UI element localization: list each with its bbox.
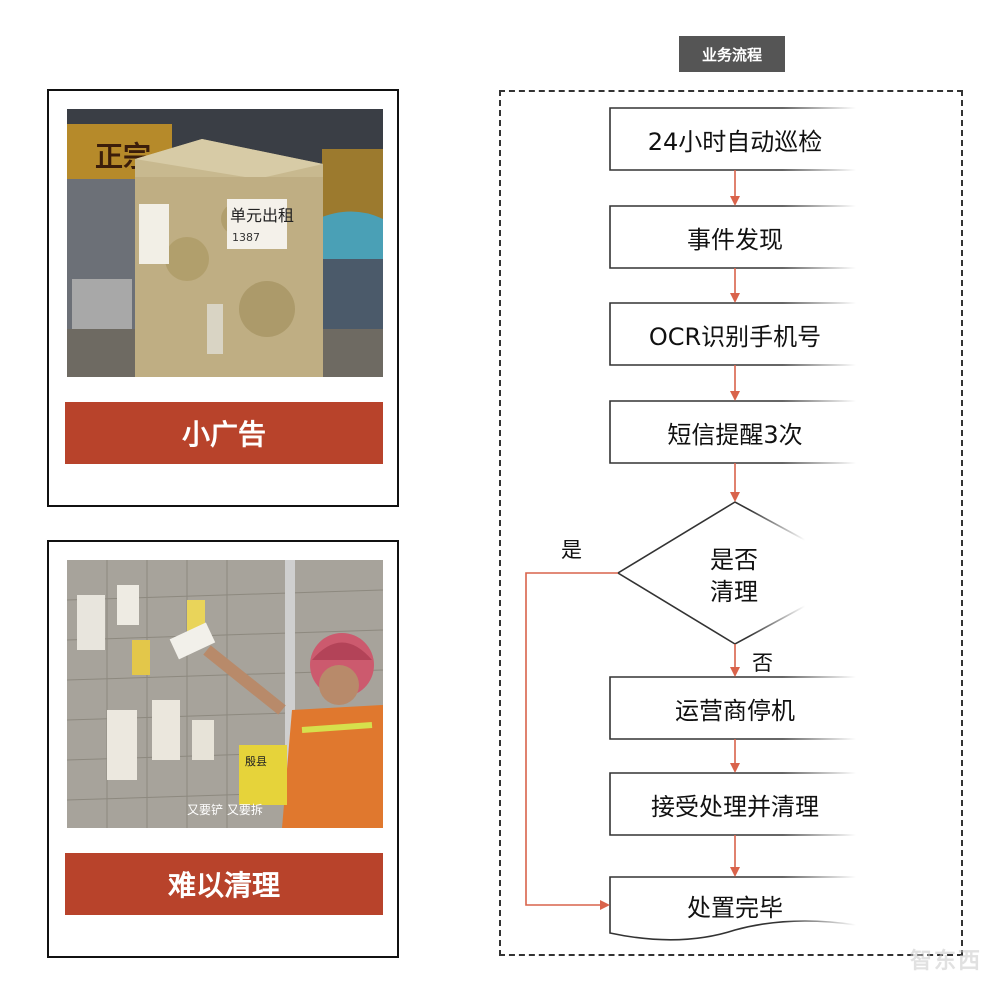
step-ocr-phone: OCR识别手机号	[648, 322, 822, 351]
step-box-6	[609, 772, 856, 836]
step-event-found: 事件发现	[687, 225, 783, 254]
step-box-1	[609, 107, 856, 171]
flow-header: 业务流程	[679, 36, 785, 72]
card-hard-to-clean: 又要铲 又要拆 殷县 难以清理	[47, 540, 399, 958]
step-box-3	[609, 302, 856, 366]
photo-worker-cleaning: 又要铲 又要拆 殷县	[67, 560, 383, 828]
step-box-2	[609, 205, 856, 269]
label-yes: 是	[561, 538, 582, 562]
step-done: 处置完毕	[687, 893, 783, 922]
card-small-ads: 正宗 单元出租 1387 小广告	[47, 89, 399, 507]
step-carrier-suspend: 运营商停机	[675, 696, 795, 725]
label-no: 否	[752, 651, 773, 675]
label-hard-to-clean: 难以清理	[65, 853, 383, 915]
step-sms-reminder: 短信提醒3次	[667, 420, 803, 449]
poster-phone: 1387	[232, 231, 260, 244]
step-box-4	[609, 400, 856, 464]
step-auto-patrol: 24小时自动巡检	[647, 127, 823, 156]
label-small-ads: 小广告	[65, 402, 383, 464]
step-accept-clean: 接受处理并清理	[651, 792, 819, 821]
flyer-text: 殷县	[245, 755, 267, 768]
poster-text: 单元出租	[230, 206, 294, 225]
end-box	[609, 876, 857, 941]
photo-electrical-box: 正宗 单元出租 1387	[67, 109, 383, 377]
arrow-yes	[525, 572, 618, 910]
watermark: 智东西	[909, 949, 982, 974]
decision-line1: 是否	[710, 545, 758, 574]
flow-frame	[499, 90, 963, 956]
video-caption: 又要铲 又要拆	[187, 802, 263, 817]
step-box-5	[609, 676, 856, 740]
decision-line2: 清理	[710, 577, 758, 606]
